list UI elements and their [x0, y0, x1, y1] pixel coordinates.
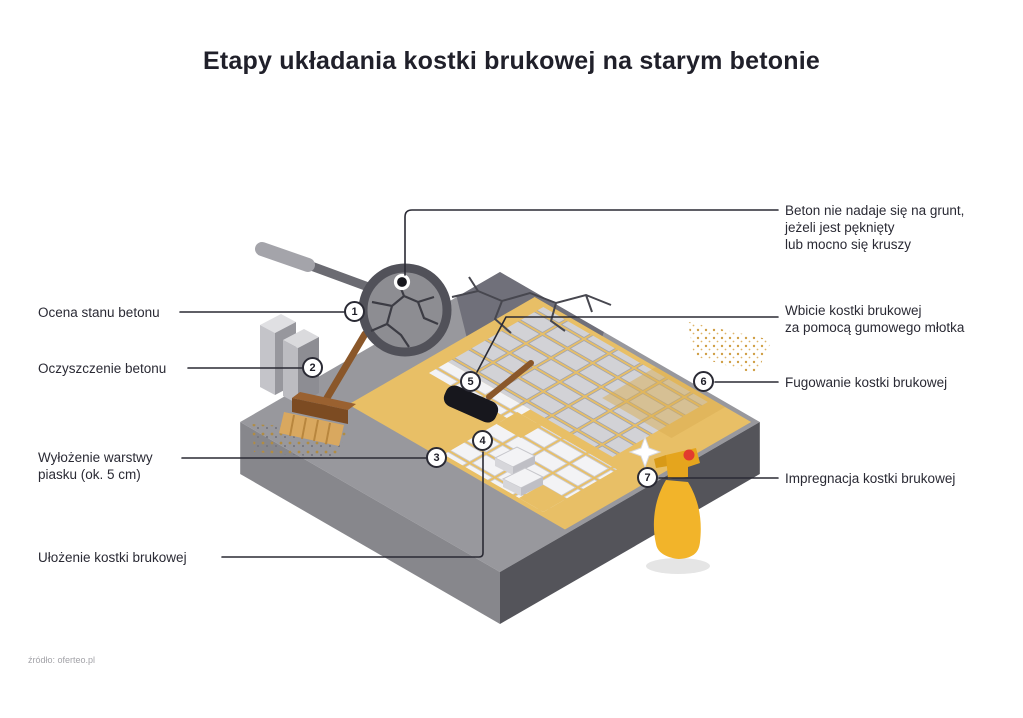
crack-lines — [451, 276, 612, 334]
broom-icon — [279, 330, 369, 446]
concrete-blocks — [260, 314, 319, 404]
step-marker-3: 3 — [426, 447, 447, 468]
step-label-7: Impregnacja kostki brukowej — [785, 471, 956, 486]
step-marker-1: 1 — [344, 301, 365, 322]
step-marker-5: 5 — [460, 371, 481, 392]
magnifier-dot — [393, 273, 411, 291]
leader-line-note — [404, 209, 779, 276]
step-marker-2: 2 — [302, 357, 323, 378]
step-marker-6: 6 — [693, 371, 714, 392]
step-label-3: Wyłożenie warstwy piasku (ok. 5 cm) — [38, 450, 153, 482]
step-label-5: Wbicie kostki brukowej za pomocą gumoweg… — [785, 303, 965, 335]
mallet-icon — [443, 360, 534, 423]
source-credit: źródło: oferteo.pl — [28, 655, 96, 665]
loose-paver-tiles — [493, 446, 545, 496]
step-marker-4: 4 — [472, 430, 493, 451]
leader-line-5 — [476, 316, 779, 373]
white-paver-row — [428, 362, 531, 421]
leader-line-4 — [221, 451, 484, 558]
spray-cap — [683, 449, 695, 461]
page-title: Etapy układania kostki brukowej na stary… — [203, 47, 820, 75]
step-marker-7: 7 — [637, 467, 658, 488]
step-label-1: Ocena stanu betonu — [38, 305, 160, 320]
spray-bottle-icon — [646, 448, 710, 574]
step-label-2: Oczyszczenie betonu — [38, 361, 167, 376]
leader-lines — [179, 209, 779, 558]
note-label: Beton nie nadaje się na grunt, jeżeli je… — [785, 203, 965, 252]
step-label-4: Ułożenie kostki brukowej — [38, 550, 187, 565]
step-label-6: Fugowanie kostki brukowej — [785, 375, 948, 390]
magnifier-icon — [255, 242, 452, 357]
joint-sand-patch — [602, 367, 726, 438]
joint-sand-sprinkle — [688, 322, 772, 374]
